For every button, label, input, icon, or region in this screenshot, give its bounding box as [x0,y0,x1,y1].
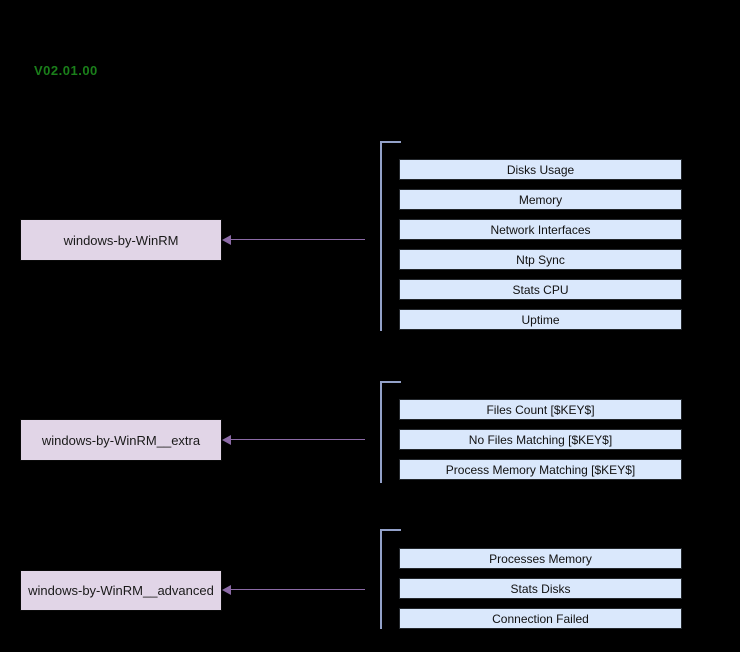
service-template-box: Disks Usage [399,159,682,180]
service-template-box: Ntp Sync [399,249,682,270]
service-template-box: Uptime [399,309,682,330]
arrow-head-icon [222,235,231,245]
service-group-bracket-2 [380,381,401,483]
service-group-bracket-3 [380,529,401,629]
service-template-box: Process Memory Matching [$KEY$] [399,459,682,480]
service-template-box: Processes Memory [399,548,682,569]
host-template-box-windows-by-winrm-advanced: windows-by-WinRM__advanced [20,570,222,611]
service-template-box: Stats CPU [399,279,682,300]
host-template-box-windows-by-winrm-extra: windows-by-WinRM__extra [20,419,222,461]
arrow-line-group3 [229,589,365,590]
service-template-box: Stats Disks [399,578,682,599]
arrow-line-group2 [229,439,365,440]
service-group-bracket-1 [380,141,401,331]
arrow-head-icon [222,435,231,445]
host-template-box-windows-by-winrm: windows-by-WinRM [20,219,222,261]
service-template-box: Network Interfaces [399,219,682,240]
service-template-box: Files Count [$KEY$] [399,399,682,420]
service-template-box: No Files Matching [$KEY$] [399,429,682,450]
arrow-line-group1 [229,239,365,240]
service-template-box: Connection Failed [399,608,682,629]
arrow-head-icon [222,585,231,595]
service-template-box: Memory [399,189,682,210]
version-label: V02.01.00 [34,63,98,78]
